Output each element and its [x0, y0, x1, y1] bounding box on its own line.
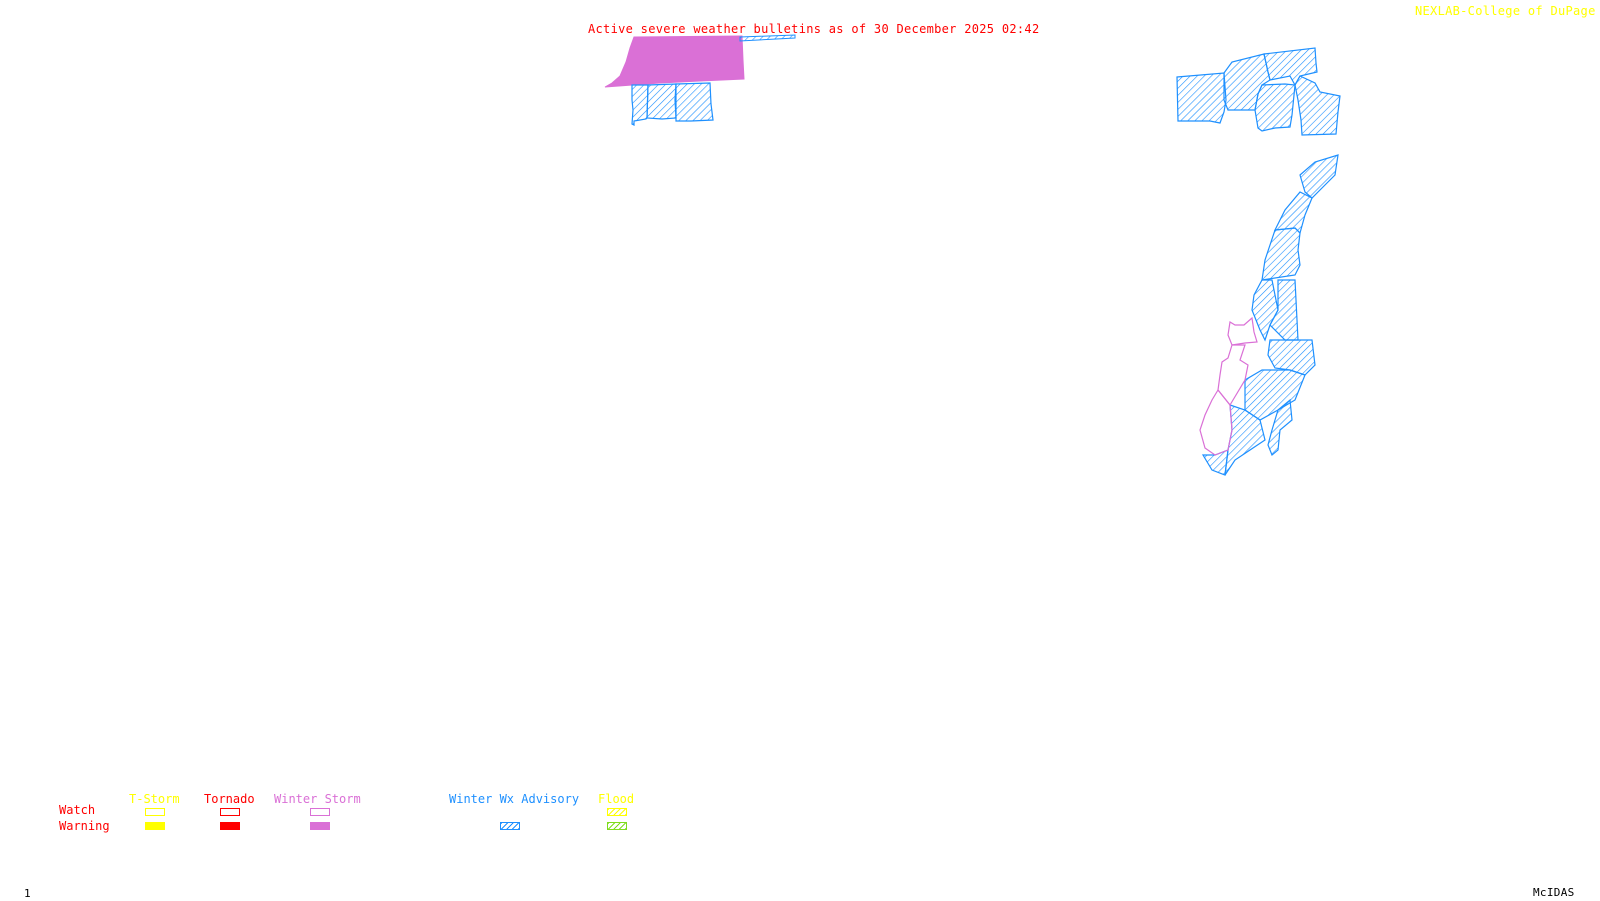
credit-text: NEXLAB-College of DuPage [1415, 4, 1596, 18]
legend-row-watch: Watch [59, 803, 96, 817]
winter-advisory-northeast [1176, 47, 1341, 136]
legend-winter-advisory-label: Winter Wx Advisory [449, 792, 580, 806]
legend-winter-storm-watch-swatch [310, 808, 330, 816]
legend-winter-storm-warning-swatch [310, 822, 330, 830]
software-label: McIDAS [1533, 886, 1575, 899]
legend-tornado-label: Tornado [204, 792, 255, 806]
winter-storm-warning-area [604, 35, 745, 88]
legend-flood-label: Flood [598, 792, 635, 806]
legend-tstorm-watch-swatch [145, 808, 165, 816]
legend-flood-watch-swatch [607, 808, 627, 816]
winter-advisory-strip [739, 34, 796, 42]
legend-tstorm-label: T-Storm [129, 792, 180, 806]
legend-winter-storm-label: Winter Storm [274, 792, 361, 806]
legend-tornado-watch-swatch [220, 808, 240, 816]
legend-row-warning: Warning [59, 819, 110, 833]
winter-advisory-north-central [631, 82, 714, 126]
legend-tornado-warning-swatch [220, 822, 240, 830]
winter-advisory-east [1201, 154, 1339, 476]
frame-number: 1 [24, 887, 31, 900]
winter-storm-watch-east [1199, 316, 1258, 456]
legend-flood-warning-swatch [607, 822, 627, 830]
bulletin-title: Active severe weather bulletins as of 30… [588, 22, 1040, 36]
legend-winter-advisory-swatch [500, 822, 520, 830]
legend-tstorm-warning-swatch [145, 822, 165, 830]
credit-label: NEXLAB-College of DuPage ↘ [1415, 4, 1600, 18]
